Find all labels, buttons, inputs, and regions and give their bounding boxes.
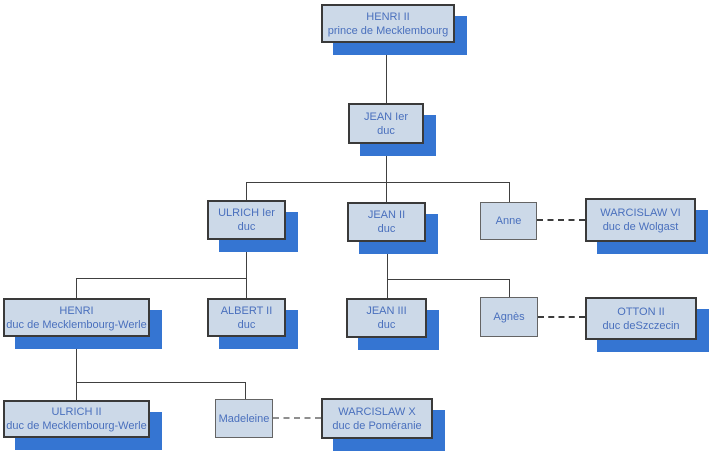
tree-connector <box>386 182 387 202</box>
tree-connector <box>76 278 247 279</box>
node-warcislaw-vi[interactable]: WARCISLAW VI duc de Wolgast <box>585 198 696 242</box>
node-albert-ii[interactable]: ALBERT II duc <box>207 298 286 337</box>
person-title: duc de Mecklembourg-Werle <box>6 318 147 331</box>
tree-connector <box>387 279 388 298</box>
person-title: duc <box>377 223 396 235</box>
person-name: ALBERT II <box>220 304 273 317</box>
node-agnes[interactable]: Agnès <box>480 297 538 337</box>
tree-connector <box>386 43 387 103</box>
person-name: JEAN III <box>366 305 407 317</box>
marriage-dashed-line <box>273 417 321 419</box>
node-ulrich-ii[interactable]: ULRICH II duc de Mecklembourg-Werle <box>3 400 150 438</box>
node-henri-ii[interactable]: HENRI II prince de Mecklembourg <box>321 4 455 43</box>
person-name: HENRI <box>59 304 94 317</box>
node-warcislaw-x[interactable]: WARCISLAW X duc de Poméranie <box>321 398 433 439</box>
person-name: Madeleine <box>218 412 270 425</box>
tree-connector <box>387 242 388 279</box>
person-title: prince de Mecklembourg <box>327 24 449 37</box>
marriage-dashed-line <box>537 219 585 221</box>
person-title: duc de Poméranie <box>332 419 422 432</box>
tree-connector <box>76 337 77 382</box>
tree-connector <box>246 278 247 298</box>
person-name: Agnès <box>493 311 525 323</box>
tree-connector <box>246 182 247 200</box>
tree-connector <box>76 278 77 298</box>
node-ulrich-ier[interactable]: ULRICH Ier duc <box>207 200 286 240</box>
person-name: JEAN Ier <box>363 110 408 123</box>
person-title: duc deSzczecin <box>602 319 680 332</box>
person-name: HENRI II <box>366 10 410 23</box>
tree-connector <box>246 240 247 278</box>
tree-connector <box>76 382 77 400</box>
node-henri[interactable]: HENRI duc de Mecklembourg-Werle <box>3 298 150 337</box>
person-title: duc <box>377 124 395 137</box>
node-madeleine[interactable]: Madeleine <box>215 399 273 438</box>
person-title: duc <box>237 318 256 331</box>
person-name: Anne <box>495 215 522 227</box>
tree-connector <box>76 382 246 383</box>
person-name: OTTON II <box>617 305 665 318</box>
person-title: duc de Wolgast <box>602 221 679 233</box>
node-otton-ii[interactable]: OTTON II duc deSzczecin <box>585 297 697 340</box>
node-jean-iii[interactable]: JEAN III duc <box>346 298 427 338</box>
tree-connector <box>245 382 246 399</box>
person-name: ULRICH II <box>51 406 102 418</box>
person-title: duc <box>377 319 396 331</box>
node-jean-ier[interactable]: JEAN Ier duc <box>348 103 424 144</box>
person-name: ULRICH Ier <box>218 207 275 219</box>
tree-connector <box>509 279 510 297</box>
person-name: JEAN II <box>367 209 406 221</box>
tree-connector <box>246 182 510 183</box>
tree-connector <box>509 182 510 202</box>
person-name: WARCISLAW VI <box>600 207 681 219</box>
node-anne[interactable]: Anne <box>480 202 537 240</box>
person-title: duc <box>237 221 256 233</box>
marriage-dashed-line <box>538 316 585 318</box>
person-title: duc de Mecklembourg-Werle <box>6 420 147 432</box>
tree-connector <box>387 279 510 280</box>
node-jean-ii[interactable]: JEAN II duc <box>347 202 426 242</box>
person-name: WARCISLAW X <box>338 405 416 418</box>
tree-connector <box>386 144 387 182</box>
